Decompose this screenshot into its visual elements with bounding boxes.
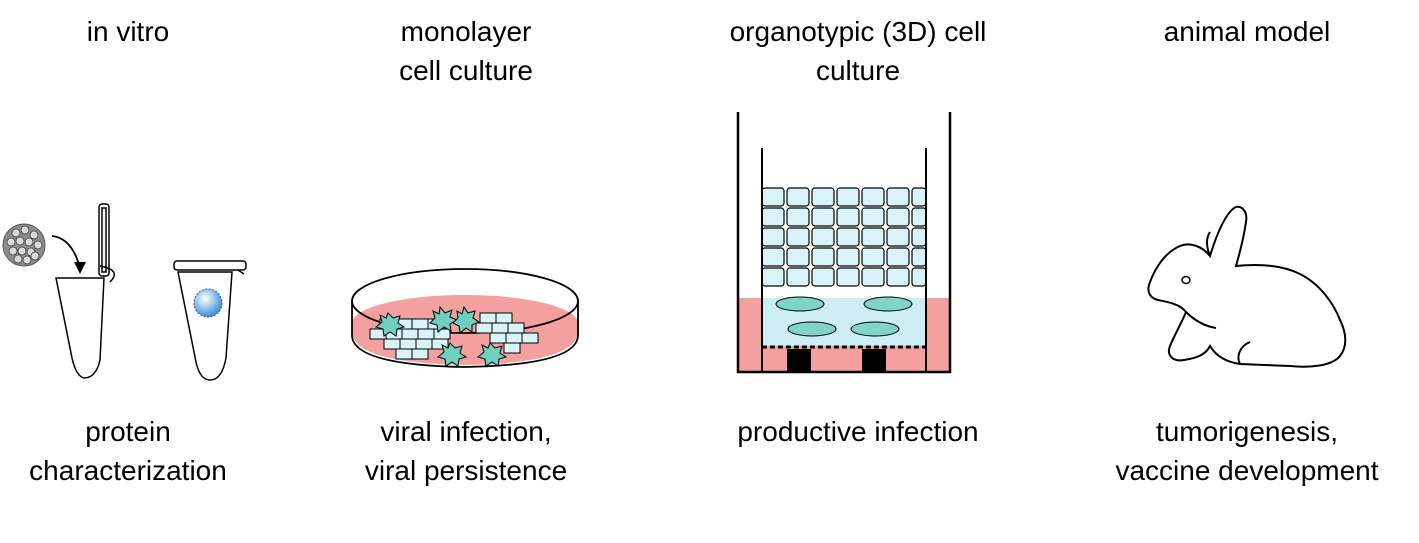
tube-icon bbox=[55, 203, 115, 379]
rabbit-eye bbox=[1181, 275, 1191, 285]
protein-particle bbox=[193, 288, 223, 318]
transwell-icon bbox=[736, 112, 952, 374]
caption-animal-model: tumorigenesis, vaccine development bbox=[1115, 416, 1379, 486]
caption-organotypic: productive infection bbox=[737, 416, 979, 447]
title-animal-model: animal model bbox=[1163, 16, 1331, 47]
in-vitro-illustration bbox=[2, 203, 247, 381]
caption-monolayer: viral infection, viral persistence bbox=[364, 416, 568, 486]
tube-icon bbox=[173, 260, 247, 381]
transfer-arrow bbox=[51, 235, 86, 274]
caption-in-vitro: protein characterization bbox=[29, 416, 227, 486]
rabbit-icon bbox=[1147, 205, 1347, 368]
title-in-vitro: in vitro bbox=[86, 16, 170, 47]
title-organotypic: organotypic (3D) cell culture bbox=[729, 16, 987, 86]
petri-dish-icon bbox=[351, 268, 579, 368]
virus-particle-icon bbox=[2, 223, 46, 267]
title-monolayer: monolayer cell culture bbox=[399, 16, 533, 86]
